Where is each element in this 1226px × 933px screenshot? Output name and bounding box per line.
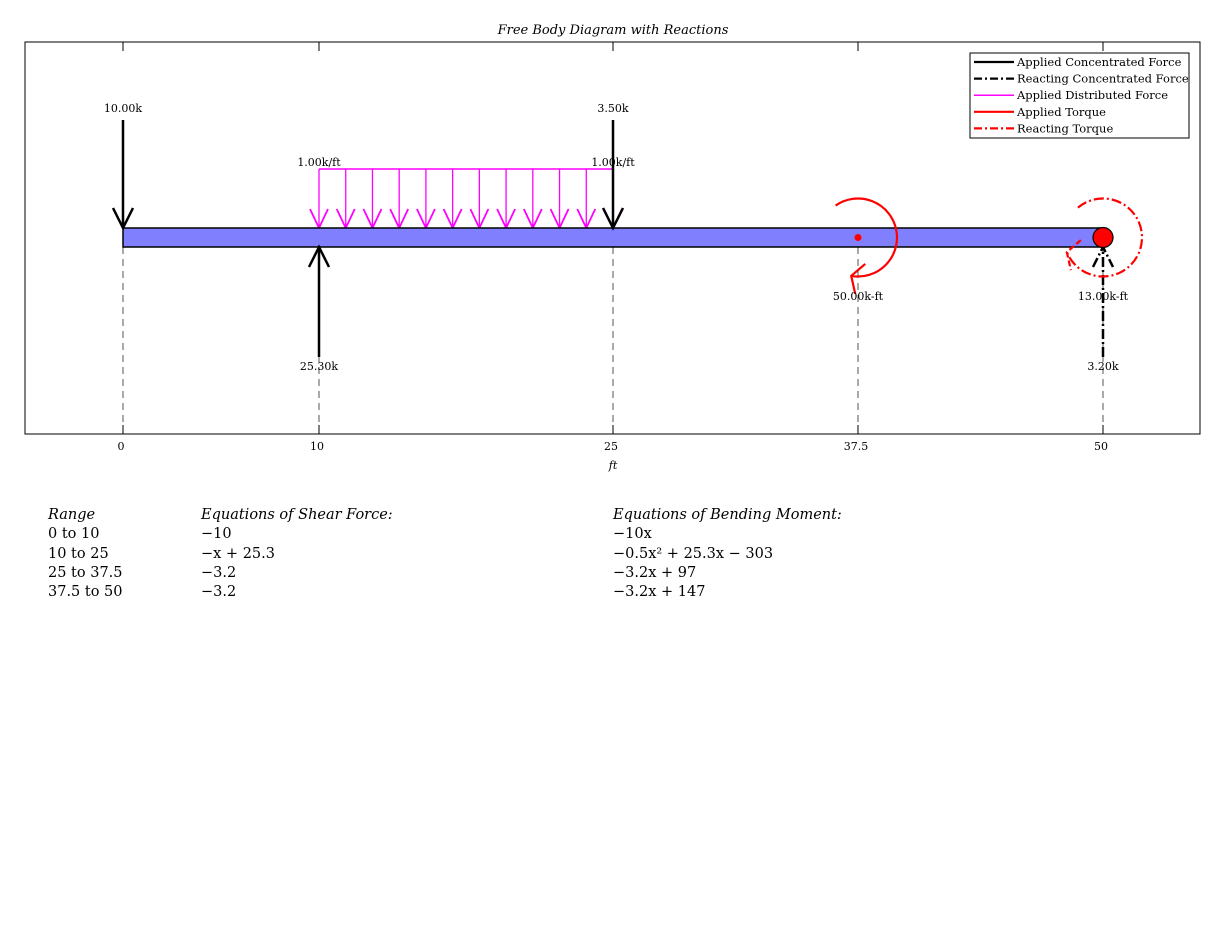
torque-label: 50.00k-ft [833, 290, 884, 303]
moment-equation: −3.2x + 97 [613, 564, 697, 581]
torque-arc [1065, 197, 1144, 278]
tick-label: 0 [118, 440, 125, 453]
moment-equation: −10x [613, 526, 652, 543]
x-axis-label: ft [608, 459, 618, 472]
tick-label: 50 [1094, 440, 1108, 453]
torque-arrowhead [850, 263, 866, 295]
diagram-title: Free Body Diagram with Reactions [497, 23, 729, 38]
legend-label: Applied Concentrated Force [1016, 55, 1182, 69]
concentrated-force-arrowhead [307, 244, 331, 268]
equation-range: 10 to 25 [48, 545, 109, 562]
torque-center-dot [854, 234, 862, 241]
concentrated-force-label: 3.50k [597, 102, 628, 115]
torque-arrowhead [1065, 239, 1082, 271]
torque-arc [835, 197, 899, 278]
concentrated-force-arrowhead [111, 207, 135, 231]
beam [122, 227, 1104, 248]
distributed-load-start-label: 1.00k/ft [297, 156, 341, 169]
moment-equation: −0.5x² + 25.3x − 303 [613, 545, 774, 562]
shear-equation: −3.2 [201, 584, 237, 601]
tick-label: 25 [604, 440, 618, 453]
equation-range: 25 to 37.5 [48, 564, 123, 581]
concentrated-forces: 10.00k 25.30k 3.50k 3.20k [104, 102, 1119, 373]
torque-label: 13.00k-ft [1078, 290, 1129, 303]
shear-equation: −x + 25.3 [201, 545, 275, 562]
tick-label: 10 [310, 440, 324, 453]
concentrated-force-label: 10.00k [104, 102, 142, 115]
moment-header: Equations of Bending Moment: [613, 507, 842, 523]
concentrated-force-label: 3.20k [1087, 360, 1118, 373]
shear-header: Equations of Shear Force: [201, 507, 393, 523]
legend-label: Reacting Concentrated Force [1017, 72, 1189, 86]
tick-label: 37.5 [844, 440, 869, 453]
concentrated-force-label: 25.30k [300, 360, 338, 373]
torques: 50.00k-ft 13.00k-ft [833, 197, 1144, 303]
concentrated-force-arrowhead [601, 207, 625, 231]
support-pin [1092, 226, 1114, 249]
moment-equation: −3.2x + 147 [613, 584, 706, 601]
shear-equation: −10 [201, 526, 232, 543]
x-axis-ticks: 0 10 25 37.5 50 [118, 42, 1108, 453]
equation-range: 0 to 10 [48, 526, 100, 543]
shear-equation: −3.2 [201, 564, 237, 581]
equation-range: 37.5 to 50 [48, 584, 123, 601]
legend-label: Applied Torque [1016, 105, 1106, 119]
range-header: Range [48, 507, 96, 523]
legend-label: Reacting Torque [1017, 121, 1113, 135]
legend-label: Applied Distributed Force [1016, 88, 1168, 102]
